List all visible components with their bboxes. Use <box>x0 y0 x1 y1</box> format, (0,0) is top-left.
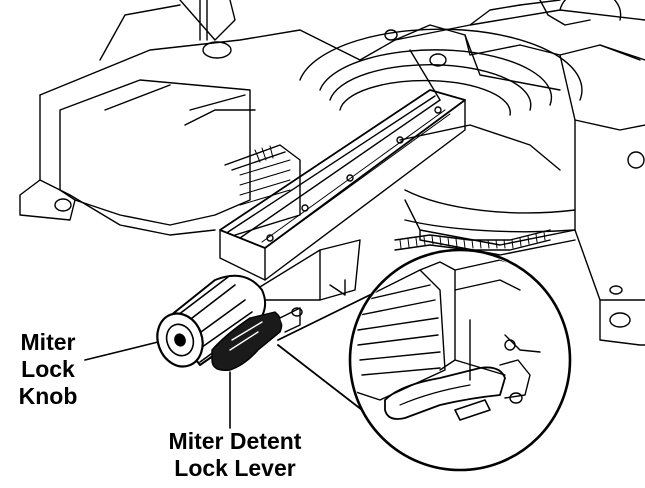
callout-leaders <box>84 341 231 429</box>
knob-leader-line <box>84 341 159 361</box>
knob-label-line2: Lock <box>21 356 75 382</box>
lever-label-line2: Lock Lever <box>174 455 296 481</box>
saw-base-outline <box>19 0 645 236</box>
knob-label-line3: Knob <box>18 383 78 409</box>
miter-lock-knob-label: Miter Lock Knob <box>2 329 94 410</box>
lever-label-line1: Miter Detent <box>168 428 302 454</box>
bevel-scale <box>224 144 301 236</box>
miter-detent-lock-lever-label: Miter Detent Lock Lever <box>140 428 330 482</box>
miter-arm <box>219 89 466 301</box>
miter-lock-knob <box>156 274 266 368</box>
turntable <box>299 28 583 256</box>
miter-detent-lever <box>211 307 303 371</box>
zoom-detail <box>348 248 572 472</box>
knob-label-line1: Miter <box>20 329 76 355</box>
zoom-leader-lines <box>277 289 381 421</box>
saw-right-housing <box>384 0 645 346</box>
